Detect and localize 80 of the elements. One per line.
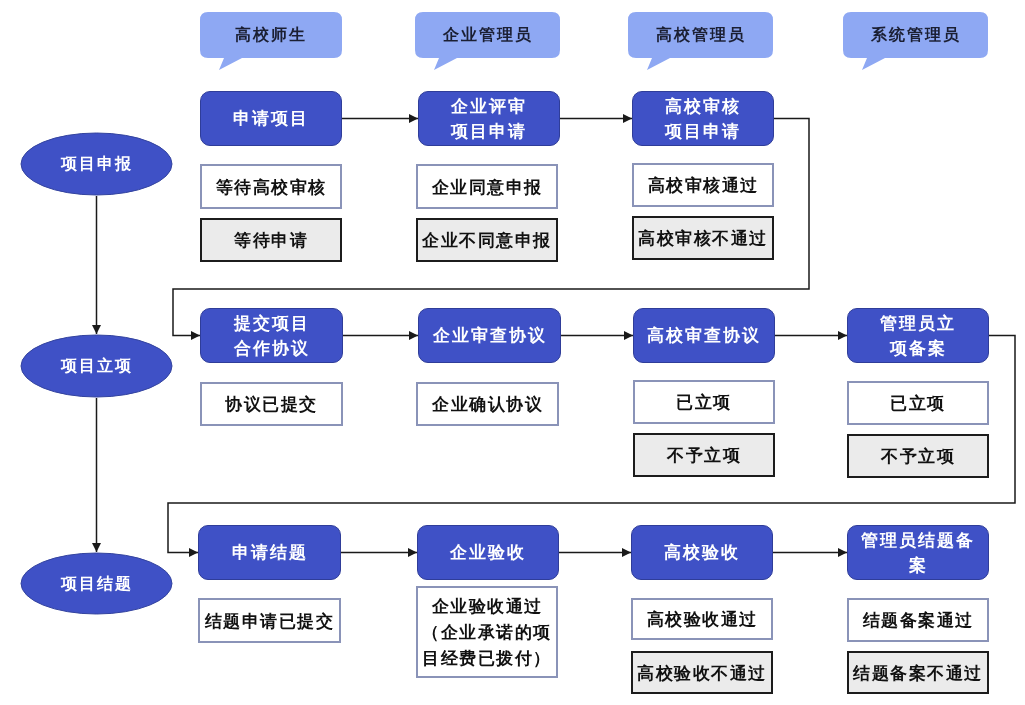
role-label: 高校管理员	[655, 24, 746, 46]
flow-arrow	[340, 548, 418, 557]
flow-arrow	[774, 331, 848, 340]
status-box	[632, 163, 774, 207]
step-label: 企业评审项目申请	[450, 94, 528, 143]
status-label: 等待申请	[234, 229, 308, 252]
flow-arrow	[341, 114, 419, 123]
status-box	[416, 164, 558, 209]
status-label: 高校验收不通过	[637, 661, 767, 685]
status-box	[416, 382, 559, 426]
status-box	[200, 164, 342, 209]
status-box	[633, 380, 775, 424]
process-box	[847, 308, 989, 363]
flow-arrow	[342, 331, 419, 340]
status-label: 已立项	[890, 392, 946, 415]
status-box	[847, 651, 989, 694]
flow-arrow	[560, 331, 634, 340]
phase-label: 项目申报	[60, 153, 133, 175]
status-box	[847, 598, 989, 642]
phase-label: 项目结题	[60, 572, 133, 595]
status-label: 等待高校审核	[215, 175, 327, 199]
status-label: 结题备案不通过	[853, 661, 983, 685]
step-label: 企业审查协议	[432, 324, 547, 347]
process-box	[632, 91, 774, 146]
status-label: 不予立项	[667, 444, 741, 467]
status-box	[200, 218, 342, 262]
phase-ellipse	[20, 334, 173, 398]
step-label: 高校审查协议	[647, 324, 761, 347]
flow-arrow	[92, 195, 101, 335]
step-label: 企业验收	[450, 541, 526, 564]
process-box	[633, 308, 775, 363]
status-label: 高校审核不通过	[638, 227, 768, 250]
flow-arrow	[172, 117, 810, 340]
process-box	[417, 525, 559, 580]
step-label: 管理员结题备案	[860, 528, 976, 577]
status-box	[416, 586, 558, 678]
status-label: 企业不同意申报	[422, 229, 552, 252]
status-label: 企业确认协议	[432, 393, 543, 416]
step-label: 申请项目	[233, 107, 309, 130]
status-label: 协议已提交	[225, 393, 318, 416]
flow-arrow	[772, 548, 848, 557]
step-label: 管理员立项备案	[879, 311, 957, 360]
status-label: 企业同意申报	[431, 175, 543, 199]
status-label: 已立项	[676, 391, 732, 414]
status-box	[847, 434, 989, 478]
phase-ellipse	[20, 132, 173, 196]
role-label: 企业管理员	[442, 24, 533, 46]
status-box	[632, 216, 774, 260]
status-label: 高校验收通过	[646, 608, 758, 631]
flow-arrow	[167, 334, 1016, 557]
status-label: 不予立项	[881, 445, 955, 468]
status-label: 结题备案通过	[862, 609, 974, 632]
process-box	[631, 525, 773, 580]
process-box	[418, 308, 561, 363]
status-box	[198, 598, 341, 643]
status-box	[200, 382, 343, 426]
phase-ellipse	[20, 552, 173, 615]
process-box	[418, 91, 560, 146]
status-label: 企业验收通过（企业承诺的项目经费已拨付）	[421, 595, 553, 670]
process-box	[200, 91, 342, 146]
process-box	[847, 525, 989, 580]
status-label: 高校审核通过	[647, 174, 759, 197]
status-box	[416, 218, 558, 262]
role-label: 系统管理员	[870, 24, 961, 46]
status-box	[847, 381, 989, 425]
status-label: 结题申请已提交	[204, 609, 335, 633]
status-box	[631, 651, 773, 694]
process-box	[198, 525, 341, 580]
flow-arrow	[92, 397, 101, 553]
step-label: 申请结题	[231, 541, 308, 564]
flow-arrow	[558, 548, 632, 557]
step-label: 提交项目合作协议	[232, 311, 311, 360]
step-label: 高校审核项目申请	[664, 94, 742, 143]
process-box	[200, 308, 343, 363]
step-label: 高校验收	[664, 541, 740, 564]
phase-label: 项目立项	[60, 355, 133, 377]
role-label: 高校师生	[235, 24, 307, 46]
flow-arrow	[559, 114, 633, 123]
status-box	[631, 598, 773, 640]
status-box	[633, 433, 775, 477]
